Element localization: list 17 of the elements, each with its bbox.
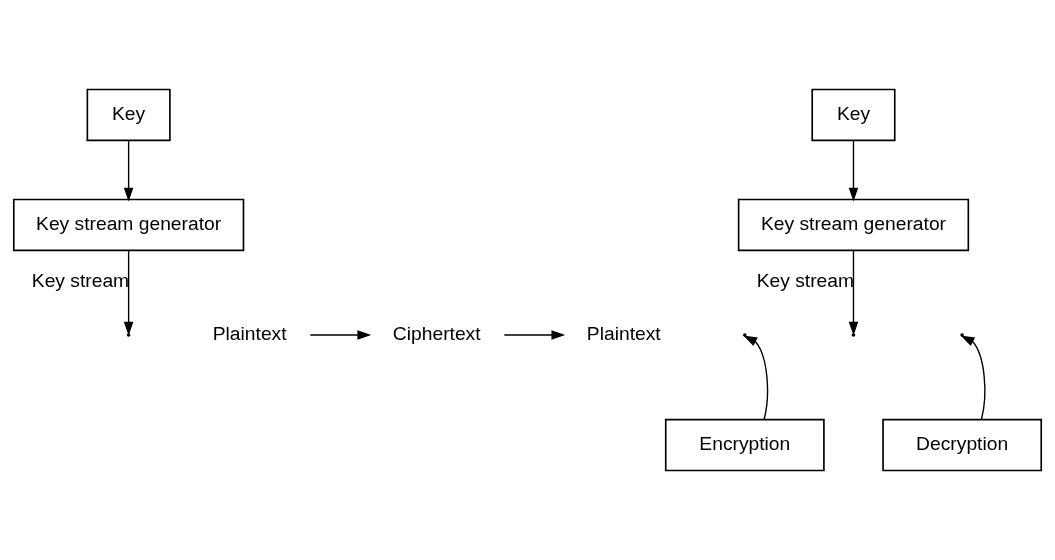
arrow [123, 250, 134, 336]
node-box: Key stream generator [737, 198, 970, 252]
node-box: Encryption [664, 418, 825, 472]
node-text: Plaintext [586, 323, 661, 345]
arrow [960, 335, 986, 421]
arrow [309, 330, 372, 340]
edge-label: Key stream [756, 269, 855, 291]
arrow [848, 140, 859, 202]
arrow [503, 330, 566, 340]
edge-label: Key stream [31, 269, 130, 291]
node-box: Key [811, 88, 896, 142]
node-text: Plaintext [212, 323, 287, 345]
node-box: Decryption [882, 418, 1043, 472]
node-text: Ciphertext [392, 323, 481, 345]
node-box: Key [86, 88, 171, 142]
node-box: Key stream generator [12, 198, 245, 252]
arrow [123, 140, 134, 202]
